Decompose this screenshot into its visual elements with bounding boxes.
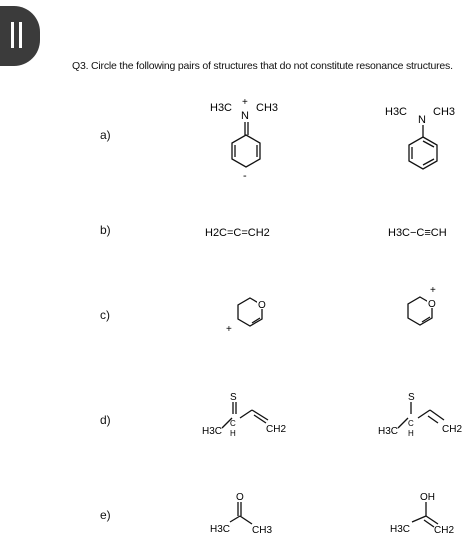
atom-c: C xyxy=(408,419,414,428)
charge-minus: - xyxy=(243,170,247,182)
atom-n: N xyxy=(418,114,426,126)
structure-e-right: OH H3C CH2 xyxy=(390,492,454,535)
structure-c-right: + O xyxy=(407,285,437,326)
formula-allene: H2C=C=CH2 xyxy=(205,227,270,239)
atom-o: O xyxy=(258,300,266,311)
structure-c-left: O + xyxy=(226,297,267,335)
part-label-d: d) xyxy=(100,413,111,427)
question-text: Q3. Circle the following pairs of struct… xyxy=(72,60,453,72)
structure-e-left: O H3C CH3 xyxy=(210,492,272,535)
atom-h3c: H3C xyxy=(378,426,398,437)
structure-b-left: H2C=C=CH2 xyxy=(205,227,270,239)
atom-h3c: H3C xyxy=(210,102,232,114)
atom-c: C xyxy=(230,419,236,428)
atom-s: S xyxy=(230,392,237,403)
charge-plus: + xyxy=(242,97,248,108)
formula-propyne: H3C−C≡CH xyxy=(388,227,447,239)
menu-icon-bar xyxy=(11,22,14,48)
atom-ch3: CH3 xyxy=(252,525,272,535)
atom-ch2: CH2 xyxy=(266,424,286,435)
atom-h3c: H3C xyxy=(385,106,407,118)
atom-h3c: H3C xyxy=(202,426,222,437)
part-label-e: e) xyxy=(100,508,111,522)
structure-a-left: H3C + N CH3 - xyxy=(210,97,278,182)
part-label-b: b) xyxy=(100,223,111,237)
menu-button[interactable] xyxy=(0,6,40,66)
part-label-a: a) xyxy=(100,128,111,142)
atom-ch2: CH2 xyxy=(442,424,462,435)
atom-h3c: H3C xyxy=(210,524,230,535)
menu-icon-bar xyxy=(19,22,22,48)
structure-a-right: H3C N CH3 xyxy=(385,106,455,170)
charge-plus: + xyxy=(226,324,232,335)
atom-h3c: H3C xyxy=(390,524,410,535)
atom-o: O xyxy=(236,492,244,503)
structure-d-left: S H3C C H CH2 xyxy=(202,392,286,438)
atom-h: H xyxy=(408,429,414,438)
structure-d-right: S H3C C H CH2 xyxy=(378,392,462,438)
atom-ch2: CH2 xyxy=(434,525,454,535)
atom-o: O xyxy=(428,299,436,310)
atom-s: S xyxy=(408,392,415,403)
atom-h: H xyxy=(230,429,236,438)
atom-ch3: CH3 xyxy=(433,106,455,118)
atom-ch3: CH3 xyxy=(256,102,278,114)
structure-b-right: H3C−C≡CH xyxy=(388,227,447,239)
charge-plus: + xyxy=(430,285,436,296)
atom-n: N xyxy=(241,110,249,122)
atom-oh: OH xyxy=(420,492,435,503)
part-label-c: c) xyxy=(100,308,110,322)
